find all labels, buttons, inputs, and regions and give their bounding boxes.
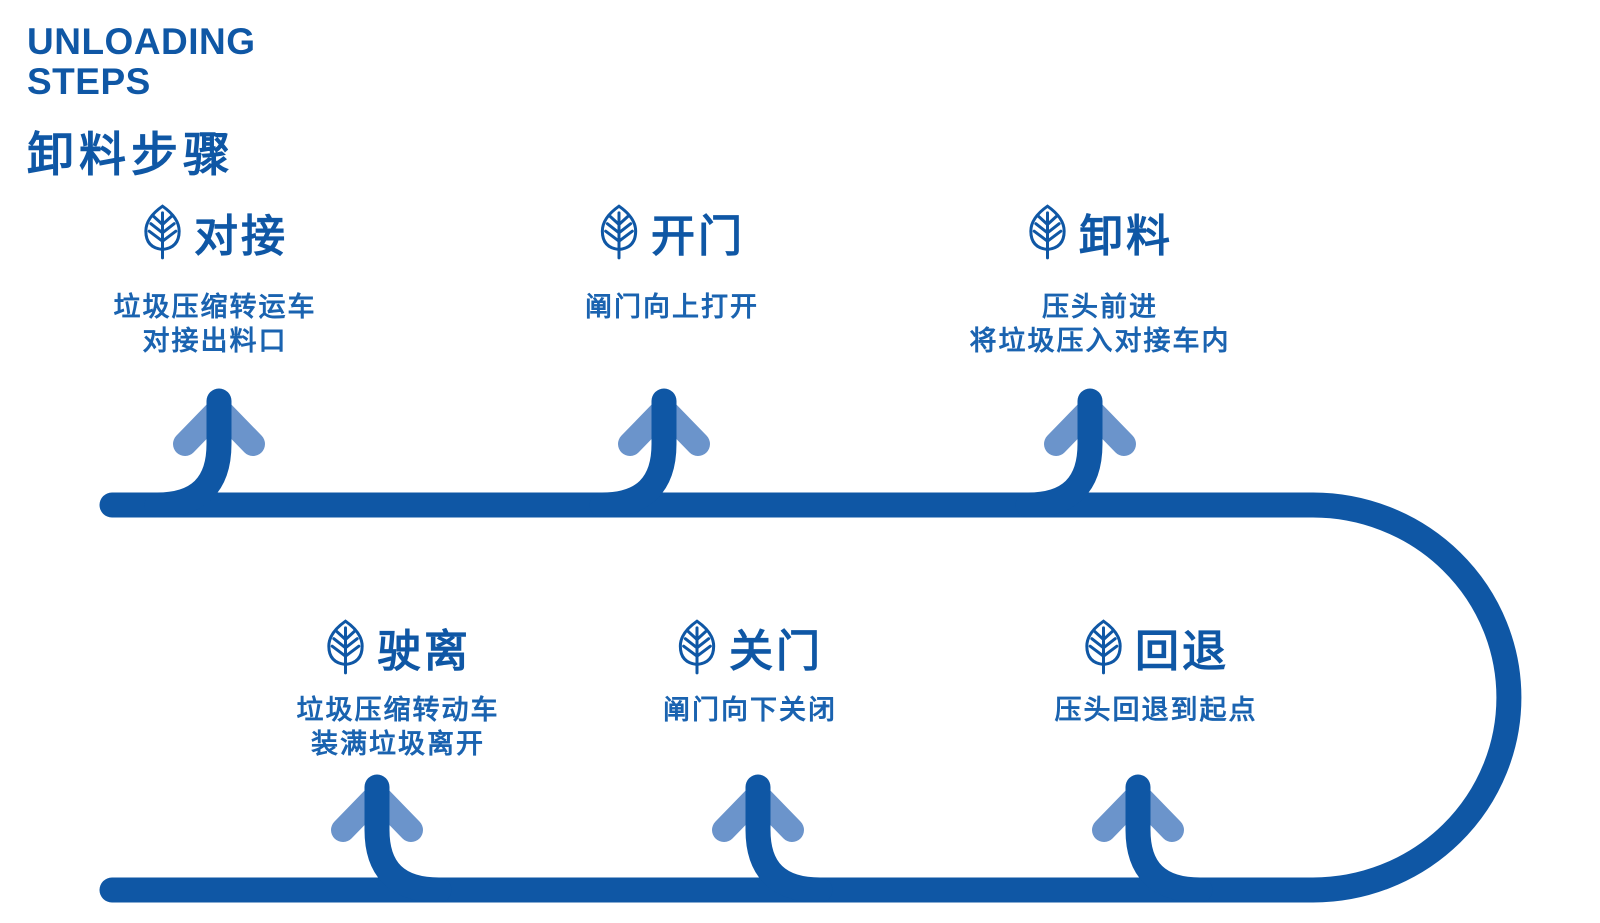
leaf-icon [600, 204, 638, 260]
step-title: 驶离 [377, 627, 471, 676]
leaf-icon [326, 619, 364, 675]
arrow-stem [1125, 774, 1213, 903]
step-description: 阐门向下关闭 [663, 693, 837, 727]
step-close-door: 关门 阐门向下关闭 [663, 615, 837, 727]
step-title: 关门 [729, 627, 823, 676]
step-description-line: 装满垃圾离开 [311, 729, 485, 759]
step-drive-away: 驶离 垃圾压缩转动车 装满垃圾离开 [297, 615, 500, 761]
step-title-row: 驶离 [297, 615, 500, 679]
step-description-line: 垃圾压缩转运车 [113, 292, 317, 322]
step-description: 压头回退到起点 [1055, 693, 1258, 727]
step-retreat: 回退 压头回退到起点 [1055, 615, 1258, 727]
step-description-line: 压头回退到起点 [1054, 695, 1258, 725]
step-docking: 对接 垃圾压缩转运车 对接出料口 [114, 200, 317, 358]
arrow-stem [144, 388, 232, 518]
step-title-row: 对接 [114, 200, 317, 264]
leaf-icon [1084, 619, 1122, 675]
step-open-door: 开门 阐门向上打开 [585, 200, 759, 324]
step-title: 回退 [1135, 627, 1229, 676]
step-description: 压头前进 将垃圾压入对接车内 [970, 290, 1231, 358]
step-description-line: 阐门向下关闭 [663, 695, 837, 725]
arrow-stem [745, 774, 833, 903]
leaf-icon [1028, 204, 1066, 260]
arrow-stem [589, 388, 677, 518]
step-title-row: 关门 [663, 615, 837, 679]
page-header: UNLOADING STEPS 卸料步骤 [27, 22, 256, 185]
step-title: 开门 [651, 212, 745, 261]
step-unload: 卸料 压头前进 将垃圾压入对接车内 [970, 200, 1231, 358]
page-title-zh: 卸料步骤 [27, 128, 235, 181]
flow-path [99, 492, 1522, 903]
step-description-line: 阐门向上打开 [585, 292, 759, 322]
leaf-icon [678, 619, 716, 675]
page-title-en-line2: STEPS [27, 61, 151, 102]
step-title-row: 开门 [585, 200, 759, 264]
step-description-line: 将垃圾压入对接车内 [969, 326, 1231, 356]
step-description: 垃圾压缩转运车 对接出料口 [114, 290, 317, 358]
step-title-row: 卸料 [970, 200, 1231, 264]
step-description-line: 压头前进 [1042, 292, 1158, 322]
step-title: 卸料 [1079, 212, 1173, 261]
step-description-line: 对接出料口 [142, 326, 288, 356]
step-description-line: 垃圾压缩转动车 [296, 695, 500, 725]
step-title-row: 回退 [1055, 615, 1258, 679]
arrow-stem [1015, 388, 1103, 518]
step-description: 阐门向上打开 [585, 290, 759, 324]
step-description: 垃圾压缩转动车 装满垃圾离开 [297, 693, 500, 761]
leaf-icon [143, 204, 181, 260]
arrow-stem [364, 774, 452, 903]
step-title: 对接 [194, 212, 288, 261]
page-title-en-line1: UNLOADING [27, 21, 256, 62]
arrow-stems [144, 388, 1213, 903]
